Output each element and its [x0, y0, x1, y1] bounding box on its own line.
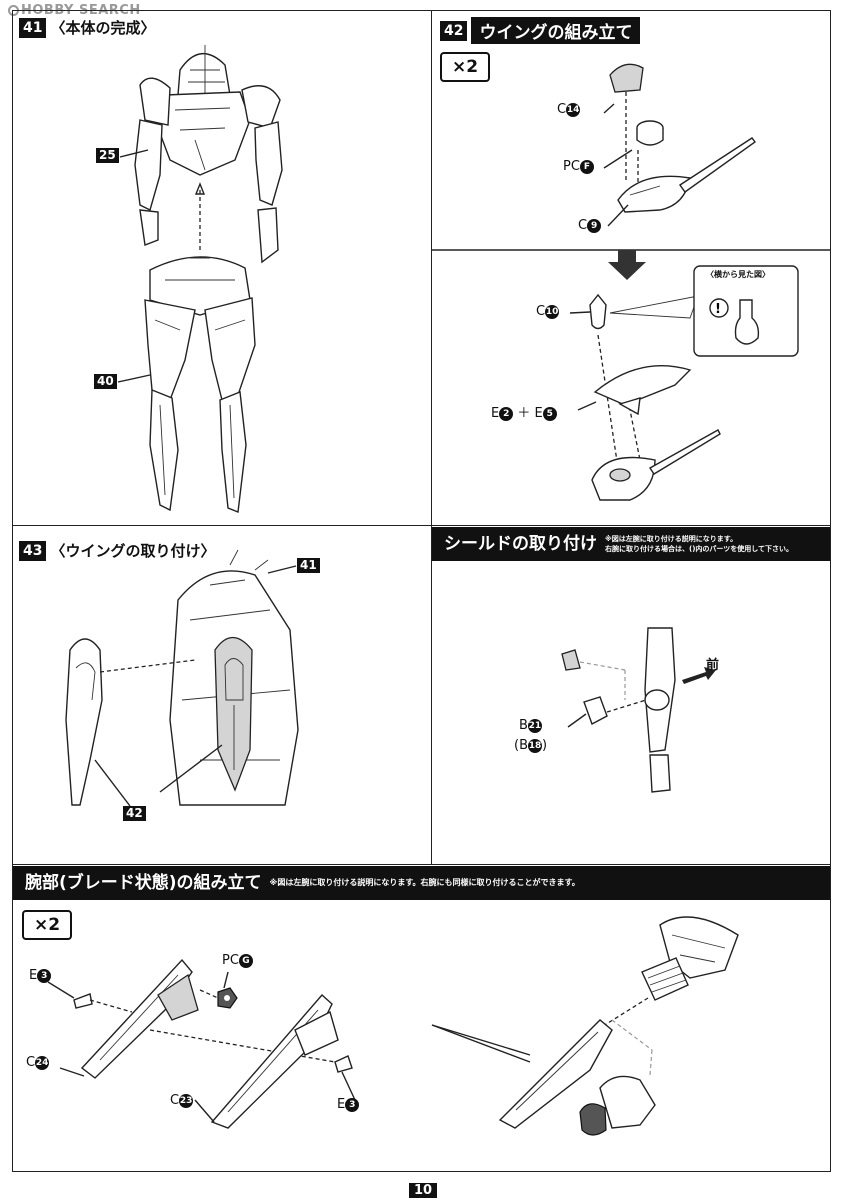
- pcg-joint: [217, 987, 238, 1009]
- part-number-dot: 24: [35, 1056, 50, 1070]
- part-number-dot: 14: [566, 103, 581, 117]
- part-tag-25: 25: [96, 148, 119, 163]
- part-number-dot: 23: [179, 1094, 194, 1108]
- step43-header: 43 〈ウイングの取り付け〉: [19, 540, 216, 561]
- step41-number: 41: [19, 17, 47, 38]
- blade-part-c23: [210, 994, 339, 1129]
- step42-number: 42: [440, 20, 468, 41]
- shield-small-part: [561, 649, 581, 671]
- part-number-dot: 21: [527, 719, 542, 733]
- step42-quantity: ×2: [440, 52, 491, 82]
- step41-title: 〈本体の完成〉: [50, 19, 156, 37]
- part-number-dot: 9: [587, 219, 602, 233]
- part-tag-40: 40: [94, 374, 117, 389]
- label-c24: C24: [26, 1055, 50, 1070]
- step41-header: 41 〈本体の完成〉: [19, 17, 156, 38]
- part-tag-42: 42: [123, 806, 146, 821]
- wing-assembled-base: [591, 429, 721, 501]
- label-c10: C10: [536, 304, 560, 319]
- label-b21: B21: [519, 718, 542, 733]
- part-number-dot: G: [238, 954, 253, 968]
- wing-unit-42: [65, 638, 103, 806]
- page-number: 10: [409, 1183, 438, 1198]
- svg-text:!: !: [715, 302, 721, 317]
- panel-blade: [12, 864, 831, 1172]
- side-view-box: !: [693, 265, 799, 357]
- blade-title: 腕部(ブレード状態)の組み立て: [25, 873, 262, 893]
- wing-part-c14: [609, 63, 644, 93]
- upper-body-drawing: [134, 45, 283, 264]
- wing-base-c9: [617, 137, 756, 213]
- blade-quantity: ×2: [22, 910, 73, 940]
- e3-small-part-bottom: [334, 1055, 353, 1073]
- label-c23: C23: [170, 1093, 194, 1108]
- step43-number: 43: [19, 540, 47, 561]
- label-c14: C14: [557, 102, 581, 117]
- arm-drawing: [644, 627, 676, 793]
- part-number-dot: 10: [545, 305, 560, 319]
- part-tag-41: 41: [297, 558, 320, 573]
- side-view-label: 〈横から見た図〉: [706, 270, 770, 279]
- pc-joint-part: [636, 120, 664, 146]
- blade-part-c24: [80, 958, 199, 1079]
- part-number-dot: 5: [542, 407, 557, 421]
- forearm-drawing: [641, 916, 739, 1001]
- body-back-drawing: [169, 549, 299, 806]
- part-number-dot: 3: [37, 969, 52, 983]
- part-number-dot: F: [579, 160, 594, 174]
- step42-title: ウイングの組み立て: [471, 17, 641, 44]
- part-number-dot: 2: [499, 407, 514, 421]
- part-number-dot: 18: [528, 739, 542, 753]
- hand-part: [579, 1075, 656, 1136]
- e3-small-part-top: [73, 993, 93, 1009]
- shield-title: シールドの取り付け: [444, 534, 597, 554]
- front-label: 前: [706, 658, 720, 673]
- step42-header: 42 ウイングの組み立て: [440, 17, 641, 44]
- blade-assembled: [498, 1019, 613, 1129]
- step43-title: 〈ウイングの取り付け〉: [50, 542, 216, 560]
- shield-header: シールドの取り付け ※図は左腕に取り付ける説明になります。 右腕に取り付ける場合…: [432, 527, 830, 561]
- blade-note: ※図は左腕に取り付ける説明になります。右腕にも同様に取り付けることができます。: [269, 878, 580, 887]
- lower-body-drawing: [144, 256, 256, 513]
- shield-part-b21: [583, 696, 608, 725]
- blade-header: 腕部(ブレード状態)の組み立て ※図は左腕に取り付ける説明になります。右腕にも同…: [13, 866, 830, 900]
- wing-peg-c10: [589, 293, 607, 330]
- shield-note: ※図は左腕に取り付ける説明になります。 右腕に取り付ける場合は、()内のパーツを…: [605, 535, 794, 553]
- part-number-dot: 3: [345, 1098, 360, 1112]
- wing-parts-e2-e5: [593, 364, 692, 416]
- label-b18: (B18): [514, 738, 548, 753]
